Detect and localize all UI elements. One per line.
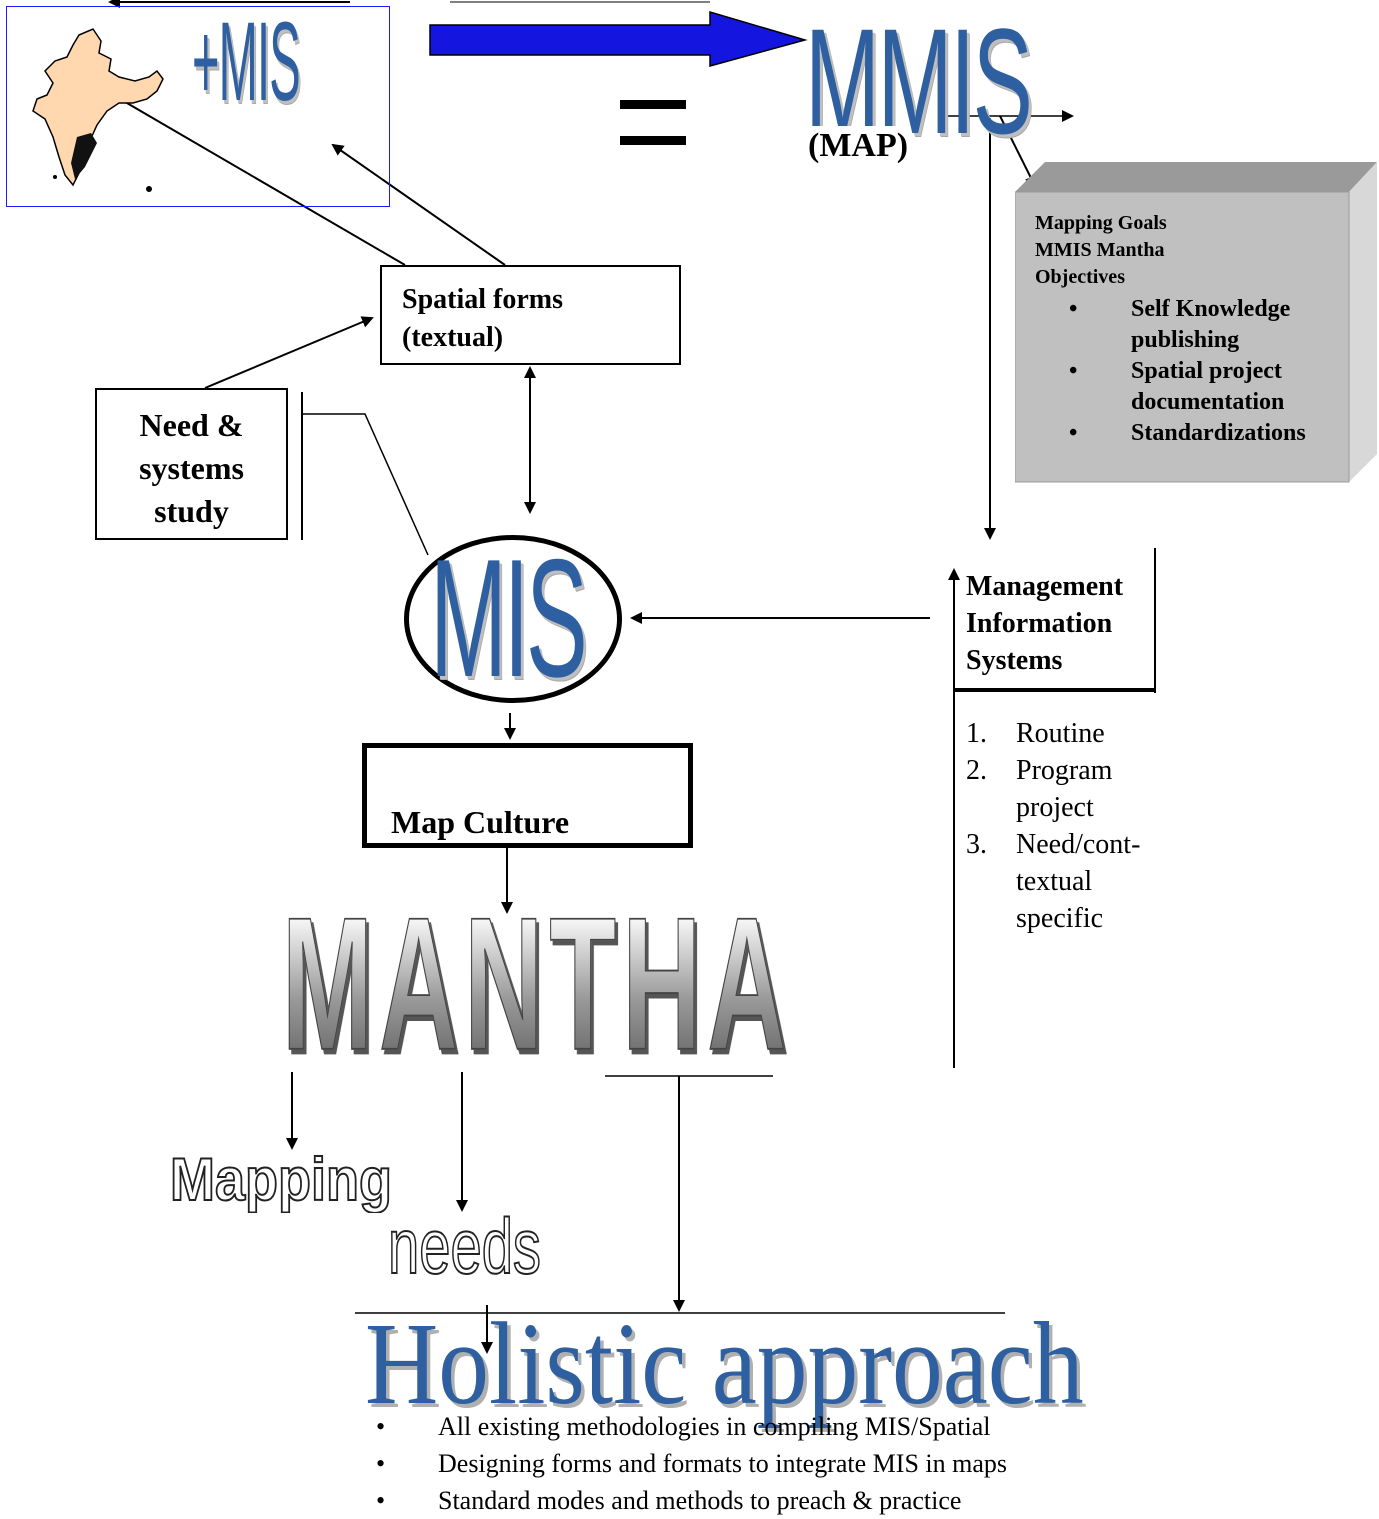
- management-item-1: 1. Routine: [966, 715, 1156, 752]
- map-culture-box: Map Culture: [362, 743, 693, 848]
- management-line-1: Management: [966, 571, 1124, 602]
- goals-line-2: MMIS Mantha: [1035, 239, 1165, 261]
- management-item-2: 2. Program project: [966, 752, 1156, 826]
- management-item-3-num: 3.: [966, 829, 987, 860]
- management-item-2-text-a: Program: [1016, 755, 1113, 786]
- management-item-3-text-c: specific: [1016, 903, 1104, 934]
- holistic-bullet-3: Standard modes and methods to preach & p…: [376, 1482, 1338, 1519]
- india-map-frame: [6, 6, 390, 207]
- india-map-icon: [32, 28, 164, 192]
- need-study-line-1: Need &: [139, 407, 244, 443]
- goals-line-1: Mapping Goals: [1035, 212, 1167, 234]
- plus-mis-heading: +MIS: [192, 0, 301, 124]
- management-item-3-text-a: Need/cont-: [1016, 829, 1141, 860]
- spatial-to-mis-arrow: [331, 143, 506, 266]
- map-culture-text: Map Culture: [391, 804, 570, 840]
- holistic-heading: Holistic approach: [365, 1298, 1084, 1429]
- mis-oval-text: MIS: [430, 524, 588, 712]
- goals-line-3: Objectives: [1035, 266, 1125, 288]
- management-item-3: 3. Need/cont- textual specific: [966, 826, 1156, 937]
- need-to-mis-connector: [302, 413, 429, 556]
- mapping-word: Mapping: [169, 1146, 393, 1213]
- map-label: (MAP): [808, 126, 911, 166]
- need-study-box: Need & systems study: [95, 388, 288, 540]
- mantha-heading: MANTHA: [281, 877, 793, 1090]
- holistic-bullets: All existing methodologies in compiling …: [376, 1408, 1338, 1519]
- equals-sign: =: [620, 100, 686, 146]
- management-list: 1. Routine 2. Program project 3. Need/co…: [966, 715, 1156, 937]
- need-study-line-2: systems: [139, 450, 244, 486]
- blue-arrow: [429, 10, 808, 67]
- spatial-forms-line-2: (textual): [402, 322, 504, 353]
- management-item-2-num: 2.: [966, 755, 987, 786]
- goals-bullet-1: Self Knowledge publishing: [1069, 294, 1341, 356]
- goals-box: Mapping Goals MMIS Mantha Objectives Sel…: [1015, 162, 1377, 484]
- need-to-spatial-arrow: [204, 316, 374, 389]
- management-item-3-text-b: textual: [1016, 866, 1093, 897]
- management-item-1-num: 1.: [966, 718, 987, 749]
- mis-oval: [404, 535, 622, 703]
- management-item-1-text: Routine: [1016, 718, 1105, 749]
- mmis-to-goals-arrow: [999, 115, 1036, 188]
- management-line-3: Systems: [966, 645, 1063, 676]
- spatial-to-map-arrow: [106, 90, 406, 266]
- management-title: Management Information Systems: [966, 568, 1123, 679]
- spatial-forms-box: Spatial forms (textual): [380, 265, 681, 365]
- goals-bullet-3: Standardizations: [1069, 418, 1341, 449]
- needs-word: needs: [387, 1202, 542, 1290]
- goals-bullet-2: Spatial project documentation: [1069, 356, 1341, 418]
- management-item-2-text-b: project: [1016, 792, 1094, 823]
- need-study-line-3: study: [154, 493, 229, 529]
- management-line-2: Information: [966, 608, 1113, 639]
- holistic-bullet-1: All existing methodologies in compiling …: [376, 1408, 1338, 1445]
- spatial-forms-line-1: Spatial forms: [402, 284, 563, 315]
- holistic-bullet-2: Designing forms and formats to integrate…: [376, 1445, 1338, 1482]
